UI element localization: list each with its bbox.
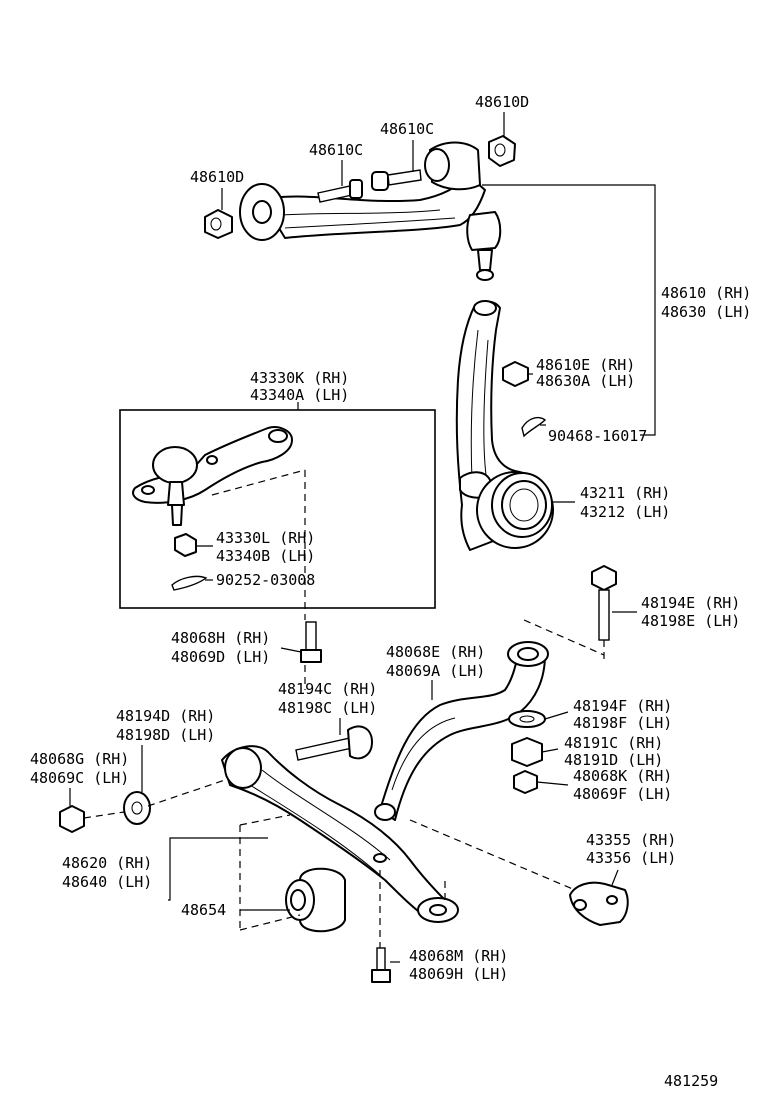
ball-joint-group-box — [119, 409, 436, 609]
label-43330K-rh: 43330K (RH) — [250, 369, 349, 387]
label-43330L-rh: 43330L (RH) — [216, 529, 315, 547]
label-48198D-lh: 48198D (LH) — [116, 726, 215, 744]
label-43340A-lh: 43340A (LH) — [250, 386, 349, 404]
nut-48610D-top — [488, 135, 516, 167]
nut-48068K — [513, 770, 538, 794]
label-43355-rh: 43355 (RH) — [586, 831, 676, 849]
washer-48194F — [508, 710, 546, 728]
cotter-pin-90252 — [171, 575, 208, 591]
bolt-48194C — [295, 725, 373, 761]
label-48194D-rh: 48194D (RH) — [116, 707, 215, 725]
label-48620-rh: 48620 (RH) — [62, 854, 152, 872]
nut-43330L — [174, 533, 197, 557]
label-48640-lh: 48640 (LH) — [62, 873, 152, 891]
label-90252-03008: 90252-03008 — [216, 571, 315, 589]
label-48194E-rh: 48194E (RH) — [641, 594, 740, 612]
label-48069F-lh: 48069F (LH) — [573, 785, 672, 803]
label-48654: 48654 — [181, 901, 226, 919]
label-48068G-rh: 48068G (RH) — [30, 750, 129, 768]
bolt-48068M — [371, 947, 391, 983]
lower-control-arm-strut — [374, 641, 549, 821]
bracket-43355 — [569, 881, 629, 926]
label-48610D-left: 48610D — [190, 168, 244, 186]
nut-48610E — [502, 361, 529, 387]
label-48068H-rh: 48068H (RH) — [171, 629, 270, 647]
label-48194C-rh: 48194C (RH) — [278, 680, 377, 698]
figure-number: 481259 — [664, 1072, 718, 1090]
label-48610C-upper: 48610C — [380, 120, 434, 138]
label-48069H-lh: 48069H (LH) — [409, 965, 508, 983]
label-48194F-rh: 48194F (RH) — [573, 697, 672, 715]
label-48630A-lh: 48630A (LH) — [536, 372, 635, 390]
hub-bearing — [476, 471, 554, 549]
label-48069D-lh: 48069D (LH) — [171, 648, 270, 666]
part-labels: 48610D 48610C 48610C 48610D 48610 (RH) 4… — [30, 93, 751, 1090]
label-48068E-rh: 48068E (RH) — [386, 643, 485, 661]
label-48610-rh: 48610 (RH) — [661, 284, 751, 302]
label-48198E-lh: 48198E (LH) — [641, 612, 740, 630]
label-48610C-lower: 48610C — [309, 141, 363, 159]
label-43211-rh: 43211 (RH) — [580, 484, 670, 502]
label-48191C-rh: 48191C (RH) — [564, 734, 663, 752]
lower-ball-joint — [132, 426, 293, 526]
label-48198F-lh: 48198F (LH) — [573, 714, 672, 732]
nut-48191C — [511, 737, 543, 767]
label-48068K-rh: 48068K (RH) — [573, 767, 672, 785]
nut-48068G — [59, 805, 85, 833]
bolt-48610C-left — [317, 179, 363, 203]
label-48069C-lh: 48069C (LH) — [30, 769, 129, 787]
label-48630-lh: 48630 (LH) — [661, 303, 751, 321]
label-90468-16017: 90468-16017 — [548, 427, 647, 445]
upper-control-arm — [239, 141, 502, 281]
label-43340B-lh: 43340B (LH) — [216, 547, 315, 565]
assembly-lines — [83, 469, 605, 948]
bolt-48194E — [591, 565, 617, 641]
cotter-pin-90468 — [521, 416, 547, 438]
bolt-48610C-right — [371, 169, 422, 191]
label-48191D-lh: 48191D (LH) — [564, 751, 663, 769]
nut-48610D-left — [204, 209, 233, 239]
leader-lines — [69, 112, 656, 963]
bushing-48654 — [285, 867, 346, 933]
label-48610D-top: 48610D — [475, 93, 529, 111]
label-48198C-lh: 48198C (LH) — [278, 699, 377, 717]
label-48610E-rh: 48610E (RH) — [536, 356, 635, 374]
label-43356-lh: 43356 (LH) — [586, 849, 676, 867]
bolt-48068H — [300, 621, 322, 663]
label-48069A-lh: 48069A (LH) — [386, 662, 485, 680]
label-48068M-rh: 48068M (RH) — [409, 947, 508, 965]
washer-48194D — [123, 791, 151, 825]
lower-control-arm-main — [221, 745, 459, 923]
label-43212-lh: 43212 (LH) — [580, 503, 670, 521]
